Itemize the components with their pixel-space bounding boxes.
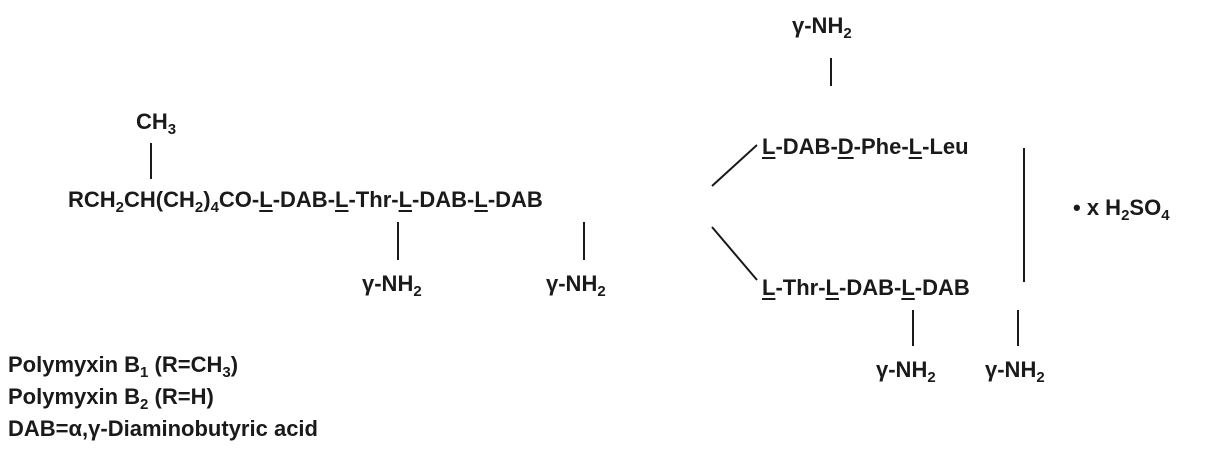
legend-b2: Polymyxin B2 (R=H) bbox=[8, 384, 214, 413]
gamma-nh2-dab2: γ-NH2 bbox=[546, 271, 606, 300]
gamma-nh2-dab3: γ-NH2 bbox=[876, 357, 936, 386]
legend-dab-definition: DAB=α,γ-Diaminobutyric acid bbox=[8, 416, 318, 441]
bond-dab1 bbox=[397, 222, 399, 260]
bond-ch3 bbox=[150, 143, 152, 179]
gamma-nh2-top: γ-NH2 bbox=[792, 13, 852, 42]
lower-ring-chain: L-Thr-L-DAB-L-DAB bbox=[762, 275, 970, 300]
bond-dab3 bbox=[912, 310, 914, 346]
bond-ring-right bbox=[1023, 148, 1025, 282]
bond-diag-lower bbox=[711, 226, 758, 281]
bond-dab4 bbox=[1017, 310, 1019, 346]
legend-b1: Polymyxin B1 (R=CH3) bbox=[8, 352, 239, 381]
ch3-group: CH3 bbox=[136, 109, 177, 138]
upper-ring-chain: L-DAB-D-Phe-L-Leu bbox=[762, 134, 969, 159]
gamma-nh2-dab1: γ-NH2 bbox=[362, 271, 422, 300]
bond-diag-upper bbox=[711, 144, 758, 187]
bond-dab2 bbox=[583, 222, 585, 260]
salt-label: • x H2SO4 bbox=[1073, 195, 1170, 224]
bond-top bbox=[830, 58, 832, 86]
main-chain: RCH2CH(CH2)4CO-L-DAB-L-Thr-L-DAB-L-DAB bbox=[68, 187, 543, 216]
gamma-nh2-dab4: γ-NH2 bbox=[985, 357, 1045, 386]
